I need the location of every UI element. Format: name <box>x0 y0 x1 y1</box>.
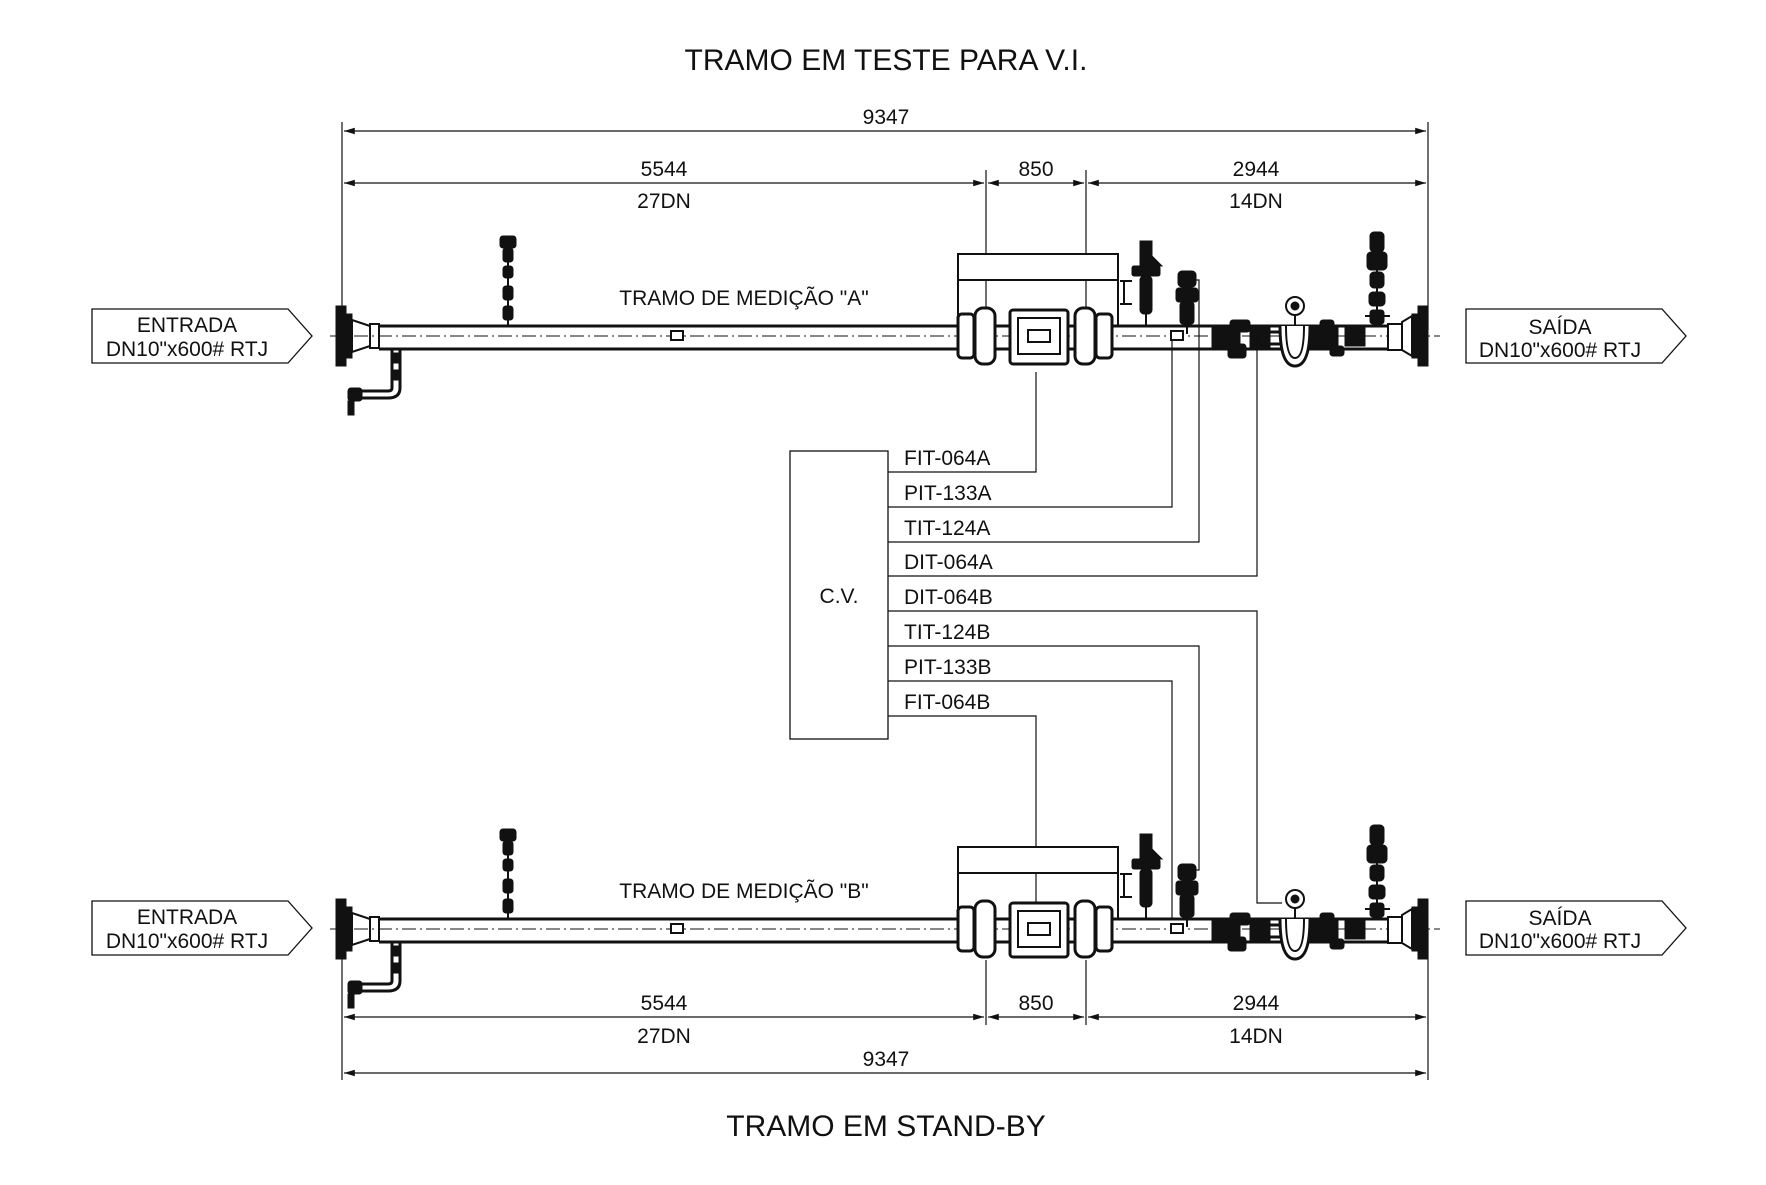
outlet-arrow-a: SAÍDA DN10"x600# RTJ <box>1465 308 1687 364</box>
dim-b-downstream-dn: 14DN <box>1229 1025 1283 1048</box>
signal-label: PIT-133A <box>904 482 992 505</box>
cv-label: C.V. <box>820 585 859 608</box>
svg-text:DN10"x600# RTJ: DN10"x600# RTJ <box>1479 930 1641 953</box>
signal-label: FIT-064B <box>904 691 990 714</box>
run-a-label: TRAMO DE MEDIÇÃO "A" <box>619 286 868 310</box>
svg-text:DN10"x600# RTJ: DN10"x600# RTJ <box>106 930 268 953</box>
signal-label: TIT-124A <box>904 517 990 540</box>
title-top: TRAMO EM TESTE PARA V.I. <box>685 44 1088 77</box>
signal-label: DIT-064B <box>904 586 993 609</box>
run-b-label: TRAMO DE MEDIÇÃO "B" <box>619 879 868 903</box>
meter-run-b <box>328 823 1442 1010</box>
dim-b-total: 9347 <box>863 1048 910 1071</box>
dim-a-upstream-dn: 27DN <box>637 190 691 213</box>
svg-text:SAÍDA: SAÍDA <box>1528 907 1591 930</box>
cv-panel: C.V. <box>789 450 889 740</box>
signal-labels: FIT-064A PIT-133A TIT-124A DIT-064A DIT-… <box>904 447 993 714</box>
dim-b-meter: 850 <box>1018 992 1053 1015</box>
svg-text:ENTRADA: ENTRADA <box>137 314 237 337</box>
run-b-dimensions: 5544 27DN 850 2944 14DN 9347 <box>341 930 1429 1080</box>
svg-text:DN10"x600# RTJ: DN10"x600# RTJ <box>106 338 268 361</box>
dim-a-downstream-dn: 14DN <box>1229 190 1283 213</box>
dim-b-upstream-dn: 27DN <box>637 1025 691 1048</box>
title-bottom: TRAMO EM STAND-BY <box>726 1110 1045 1143</box>
dim-b-downstream: 2944 <box>1233 992 1280 1015</box>
signal-label: TIT-124B <box>904 621 990 644</box>
signal-label: DIT-064A <box>904 551 993 574</box>
inlet-arrow-a: ENTRADA DN10"x600# RTJ <box>91 308 313 364</box>
inlet-arrow-b: ENTRADA DN10"x600# RTJ <box>91 900 313 956</box>
dim-a-upstream: 5544 <box>641 158 688 181</box>
svg-text:ENTRADA: ENTRADA <box>137 906 237 929</box>
svg-text:DN10"x600# RTJ: DN10"x600# RTJ <box>1479 339 1641 362</box>
outlet-arrow-b: SAÍDA DN10"x600# RTJ <box>1465 900 1687 956</box>
signal-label: PIT-133B <box>904 656 992 679</box>
signal-lines <box>888 279 1282 918</box>
dim-a-total: 9347 <box>863 106 910 129</box>
signal-label: FIT-064A <box>904 447 990 470</box>
meter-run-a <box>328 230 1442 417</box>
run-a-dimensions: 9347 5544 27DN 850 2944 14DN <box>341 106 1429 330</box>
svg-text:SAÍDA: SAÍDA <box>1528 316 1591 339</box>
dim-a-meter: 850 <box>1018 158 1053 181</box>
dim-a-downstream: 2944 <box>1233 158 1280 181</box>
dim-b-upstream: 5544 <box>641 992 688 1015</box>
